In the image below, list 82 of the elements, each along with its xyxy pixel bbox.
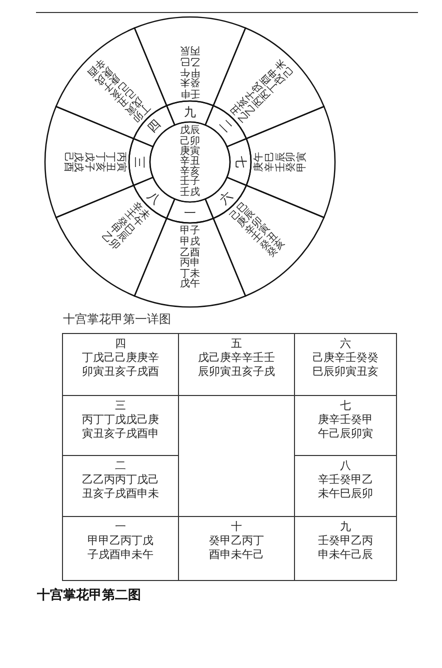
stem-row-text: 甲甲乙丙丁戊 xyxy=(88,534,154,548)
figure-caption: 十宫掌花甲第二图 xyxy=(37,587,141,604)
stem-branch-text: 丙申 xyxy=(180,258,200,269)
branch-row-text: 子戌酉申未午 xyxy=(88,548,154,562)
stem-branch-text: 乙巳 xyxy=(180,55,200,66)
palace-number: 一 xyxy=(115,520,126,534)
table-cell xyxy=(178,516,295,581)
ring-number: 八 xyxy=(145,188,164,207)
stem-branch-text: 壬子 xyxy=(180,177,200,188)
stem-row-text: 丁戊己己庚庚辛 xyxy=(82,351,159,365)
stem-branch-text: 壬辰 xyxy=(276,152,286,172)
stem-branch-text: 甲子 xyxy=(180,227,200,237)
stem-branch-text: 己卯 xyxy=(180,136,200,146)
stem-branch-text: 壬申 xyxy=(180,86,200,97)
ring-number: 九 xyxy=(184,104,196,118)
branch-row-text: 酉申未午己 xyxy=(209,548,264,562)
stem-row-text: 乙乙丙丙丁戊己 xyxy=(82,473,159,487)
stem-row-text: 癸甲乙丙丁 xyxy=(209,534,264,548)
branch-row-text: 丑亥子戌酉申未 xyxy=(82,487,159,501)
ring-number: 四 xyxy=(145,117,164,136)
palace-number: 二 xyxy=(115,459,126,473)
ring-number: 二 xyxy=(216,117,235,136)
stem-branch-text: 甲寅 xyxy=(297,152,308,172)
palace-number: 九 xyxy=(340,520,351,534)
stem-row-text: 辛壬癸甲乙 xyxy=(318,473,373,487)
branch-row-text: 辰卯寅丑亥子戌 xyxy=(198,365,275,379)
stem-row-text: 壬癸甲乙丙 xyxy=(318,534,373,548)
stem-row-text: 戊己庚辛辛壬壬 xyxy=(198,351,275,365)
stem-row-text: 庚辛壬癸甲 xyxy=(318,413,373,427)
table-cell xyxy=(294,455,397,517)
ring-number: 六 xyxy=(216,188,235,207)
table-cell xyxy=(178,333,295,396)
stem-branch-text: 戊午 xyxy=(180,280,200,291)
stem-branch-text: 甲午 xyxy=(180,66,200,76)
outer-segment xyxy=(212,27,325,140)
branch-row-text: 巳辰卯寅丑亥 xyxy=(312,365,378,379)
stem-branch-text: 乙酉 xyxy=(180,248,200,258)
palace-number: 五 xyxy=(231,337,242,351)
table-cell xyxy=(294,516,397,581)
stem-row-text: 丙丁丁戊戊己庚 xyxy=(82,413,159,427)
palace-number: 八 xyxy=(340,459,351,473)
branch-row-text: 卯寅丑亥子戌酉 xyxy=(82,365,159,379)
stem-branch-text: 壬戌 xyxy=(180,188,200,198)
stem-branch-text: 己酉 xyxy=(61,152,72,172)
stem-branch-text: 辛巳 xyxy=(266,152,276,172)
palace-number: 七 xyxy=(340,399,351,413)
stem-branch-text: 辛丑 xyxy=(180,156,200,167)
ring-number: 三 xyxy=(132,156,146,168)
table-cell xyxy=(294,395,397,456)
outer-segment xyxy=(212,184,325,297)
outer-segment xyxy=(55,27,168,140)
stem-branch-text: 庚午 xyxy=(255,152,265,172)
stem-branch-text: 甲戌 xyxy=(180,238,200,248)
outer-segment xyxy=(55,184,168,297)
table-title: 十宫掌花甲第一详图 xyxy=(63,312,171,327)
ring-number: 七 xyxy=(234,156,248,168)
branch-row-text: 寅丑亥子戌酉申 xyxy=(82,427,159,441)
stem-branch-text: 丁丑 xyxy=(104,152,114,172)
table-cell xyxy=(62,333,179,396)
stem-branch-text: 戊戌 xyxy=(72,152,83,172)
branch-row-text: 午己辰卯寅 xyxy=(318,427,373,441)
stem-branch-text: 丙辰 xyxy=(180,44,200,55)
palace-number: 六 xyxy=(340,337,351,351)
palace-number: 三 xyxy=(115,399,126,413)
stem-branch-text: 戊辰 xyxy=(180,126,200,136)
branch-row-text: 申未午己辰 xyxy=(318,548,373,562)
palace-number: 十 xyxy=(231,520,242,534)
stem-branch-text: 癸卯 xyxy=(286,152,297,172)
stem-branch-text: 戊子 xyxy=(83,152,94,172)
table-cell xyxy=(62,455,179,517)
stem-branch-text: 丁未 xyxy=(180,269,200,280)
palace-number: 四 xyxy=(115,337,126,351)
stem-branch-text: 丁亥 xyxy=(94,152,104,172)
table-cell xyxy=(294,333,397,396)
table-cell xyxy=(62,516,179,581)
branch-row-text: 未午巳辰卯 xyxy=(318,487,373,501)
stem-branch-text: 癸未 xyxy=(180,76,200,86)
ring-number: 一 xyxy=(184,206,196,220)
table-cell xyxy=(62,395,179,456)
stem-row-text: 己庚辛壬癸癸 xyxy=(312,351,378,365)
stem-branch-text: 丙寅 xyxy=(114,152,125,172)
stem-branch-text: 庚寅 xyxy=(180,146,200,157)
